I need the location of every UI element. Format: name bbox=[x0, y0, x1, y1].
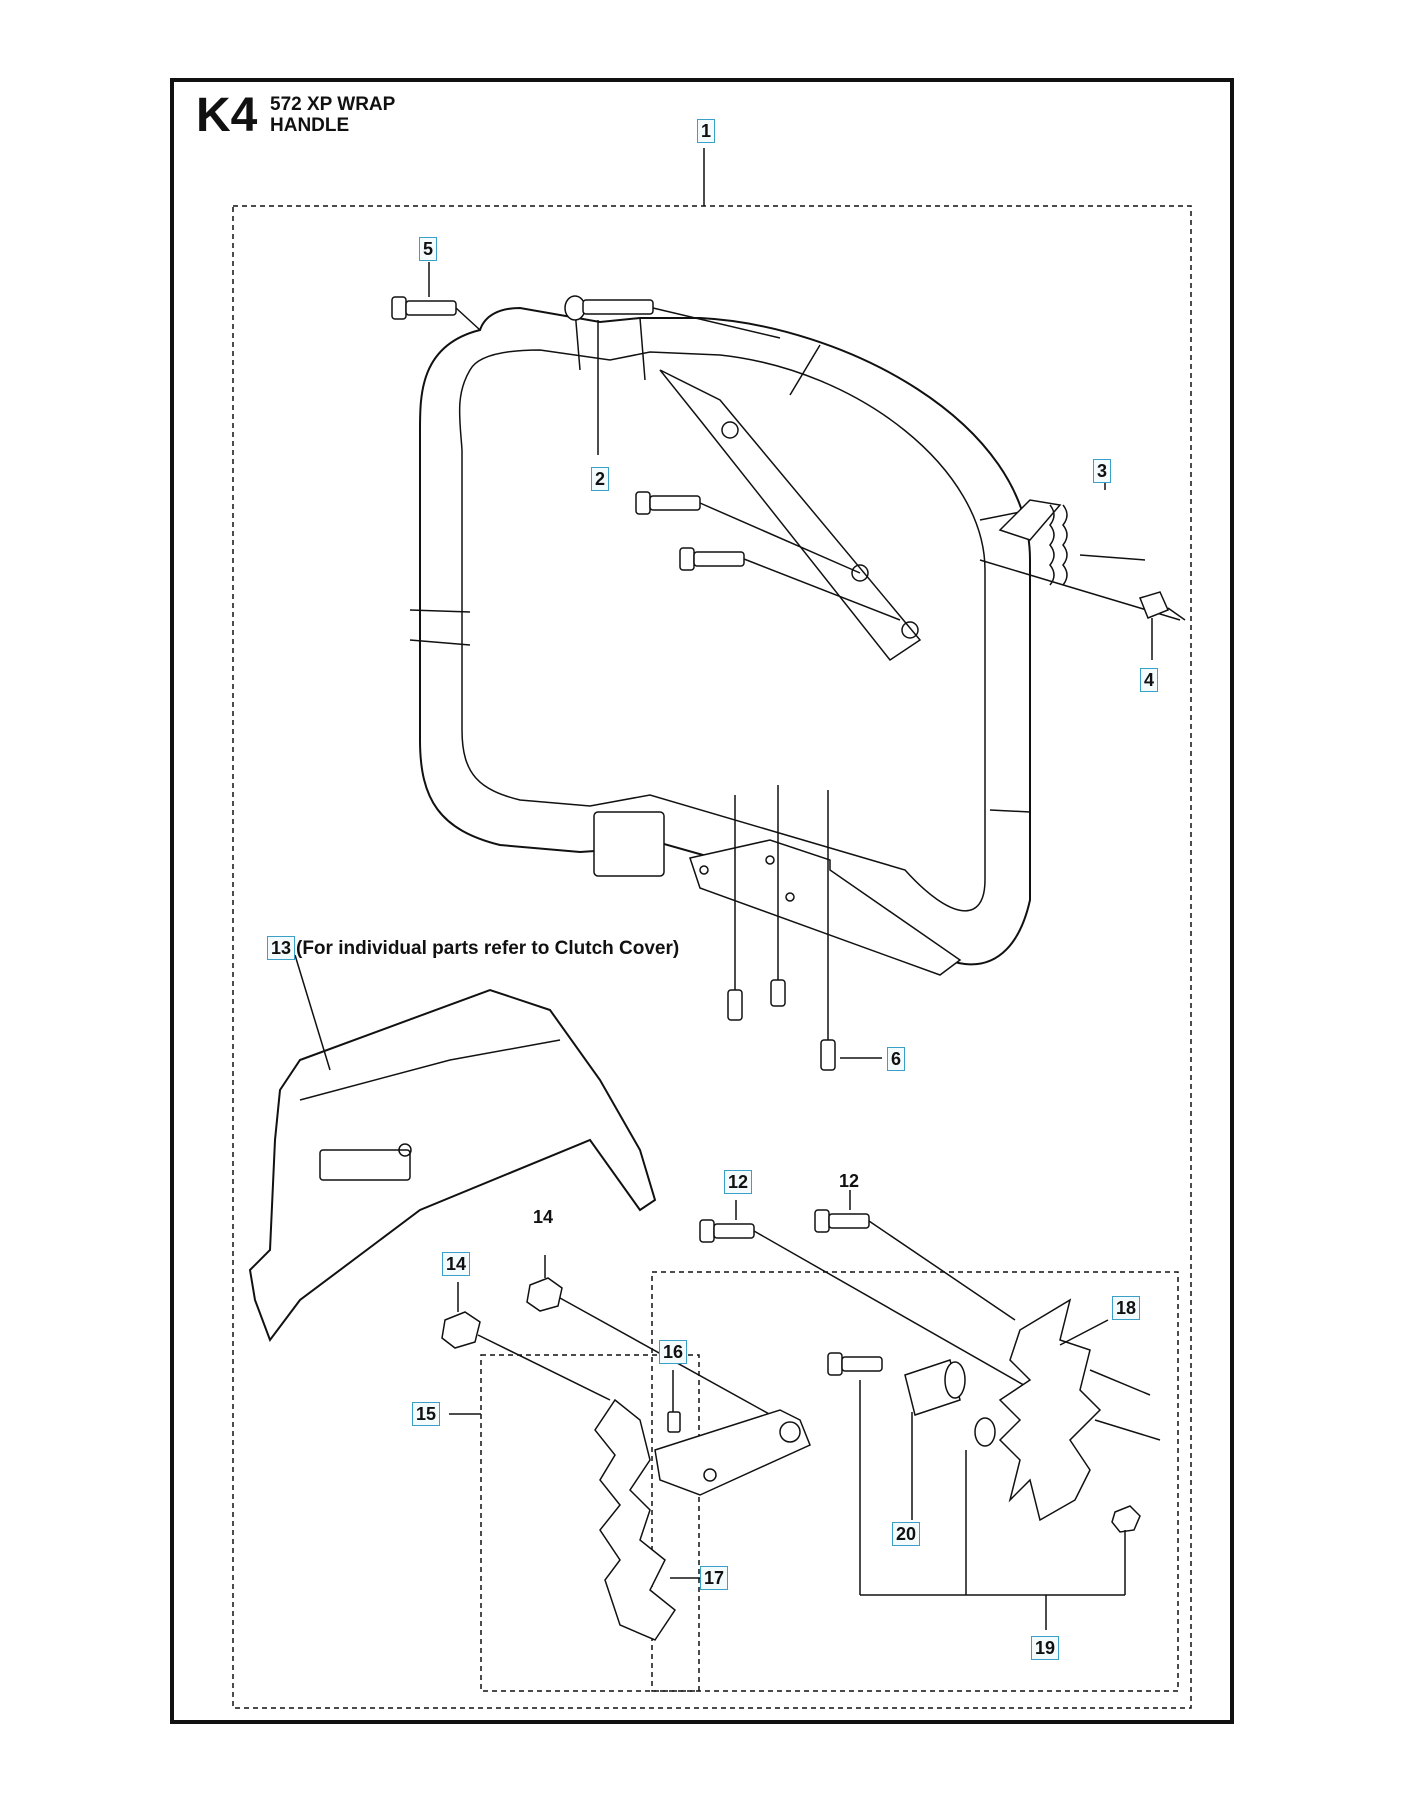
nut-14a-part bbox=[441, 1311, 481, 1349]
callout-2[interactable]: 2 bbox=[591, 467, 610, 491]
callout-19[interactable]: 19 bbox=[1031, 1636, 1060, 1660]
diagram-frame bbox=[170, 78, 1234, 1724]
brace-bolt-b bbox=[679, 547, 745, 571]
assembly-group-15-box bbox=[480, 1354, 700, 1692]
bolts-12-part bbox=[699, 1209, 870, 1243]
nut-4-part bbox=[1138, 591, 1170, 619]
callout-14b: 14 bbox=[533, 1207, 554, 1227]
callout-18[interactable]: 18 bbox=[1112, 1296, 1141, 1320]
bumper-spike-18 bbox=[998, 1298, 1102, 1522]
spring-3-part bbox=[998, 499, 1146, 586]
assembly-group-1-box bbox=[232, 205, 1192, 1709]
callout-20[interactable]: 20 bbox=[892, 1522, 921, 1546]
clutch-cover-note: (For individual parts refer to Clutch Co… bbox=[296, 938, 680, 959]
callout-12a[interactable]: 12 bbox=[724, 1170, 753, 1194]
screw-16-part bbox=[667, 1411, 681, 1433]
wrap-handle-bar bbox=[419, 306, 1031, 966]
callout-3[interactable]: 3 bbox=[1093, 459, 1112, 483]
clutch-cover-13 bbox=[248, 988, 657, 1343]
callout-15[interactable]: 15 bbox=[412, 1402, 441, 1426]
nut-14b-part bbox=[526, 1277, 563, 1312]
handle-mount-plate bbox=[689, 839, 962, 976]
handle-brace bbox=[659, 369, 922, 662]
callout-16[interactable]: 16 bbox=[659, 1340, 688, 1364]
section-code: K4 bbox=[196, 89, 258, 142]
callout-13[interactable]: 13 bbox=[267, 936, 296, 960]
bumper-spike-17 bbox=[594, 1398, 677, 1641]
callout-6[interactable]: 6 bbox=[887, 1047, 906, 1071]
section-title: 572 XP WRAP HANDLE bbox=[270, 94, 395, 136]
callout-12b: 12 bbox=[839, 1171, 860, 1191]
assembly-group-19-box bbox=[651, 1271, 1179, 1692]
spacer-20-part bbox=[827, 1352, 996, 1447]
callout-4[interactable]: 4 bbox=[1140, 668, 1159, 692]
bolt-5-part bbox=[391, 296, 457, 320]
callout-14a[interactable]: 14 bbox=[442, 1252, 471, 1276]
callout-17[interactable]: 17 bbox=[700, 1566, 729, 1590]
bolts-6-part bbox=[727, 785, 836, 1071]
brace-bolt-a bbox=[635, 491, 701, 515]
bolt-2-part bbox=[564, 295, 654, 321]
nut-19-part bbox=[1111, 1505, 1141, 1533]
callout-5[interactable]: 5 bbox=[419, 237, 438, 261]
callout-1[interactable]: 1 bbox=[697, 119, 716, 143]
